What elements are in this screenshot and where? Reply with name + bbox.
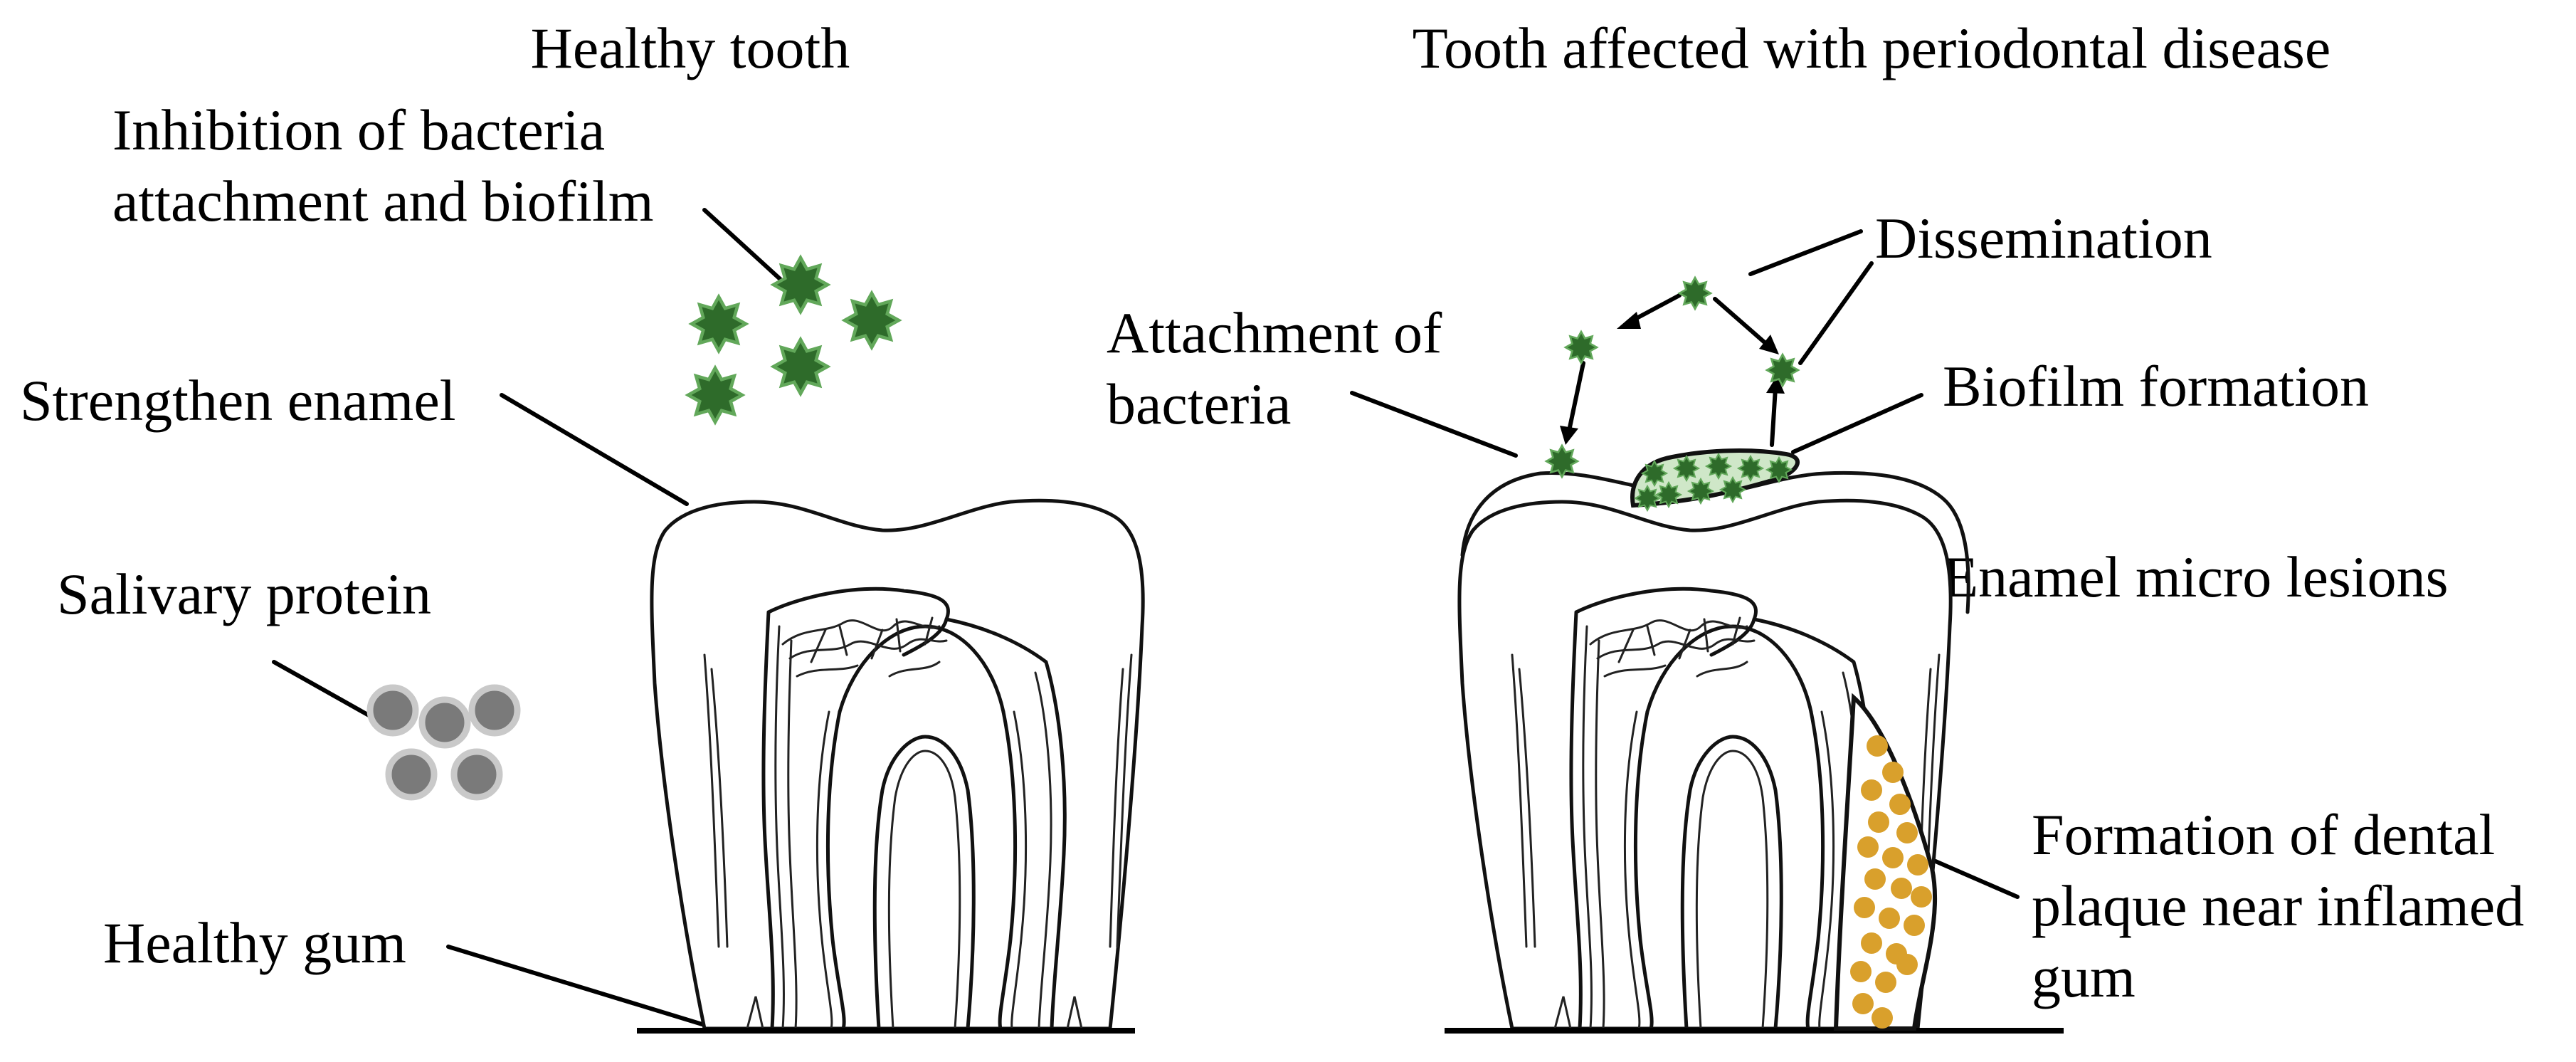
star-bacteria-icon [1672, 454, 1701, 483]
dot-plaque-icon [1861, 779, 1882, 801]
leader-attachment [1350, 391, 1518, 458]
dot-plaque-icon [1857, 836, 1879, 858]
label-healthy-gum: Healthy gum [103, 910, 406, 975]
dot-plaque-icon [1872, 1007, 1893, 1029]
dot-plaque-icon [1875, 972, 1896, 993]
salivary-protein-group [366, 684, 521, 801]
arrow-down-left [1567, 361, 1585, 433]
dot-plaque-icon [1850, 961, 1872, 982]
arrow-from-top [1713, 297, 1774, 351]
star-bacteria-icon [1563, 330, 1599, 365]
dot-plaque-icon [1911, 886, 1932, 908]
star-bacteria-icon [770, 254, 831, 315]
label-plaque-line1: Formation of dental [2032, 802, 2495, 867]
circle-protein-icon [468, 684, 521, 737]
dot-plaque-icon [1882, 762, 1904, 783]
dot-plaque-icon [1861, 932, 1882, 954]
star-bacteria-icon [1686, 477, 1715, 505]
star-bacteria-icon [1654, 480, 1683, 509]
circle-protein-icon [385, 748, 438, 801]
leader-strengthen-enamel [500, 393, 689, 506]
leader-healthy-gum [446, 945, 707, 1027]
label-inhibition-line2: attachment and biofilm [112, 169, 654, 233]
dot-plaque-icon [1868, 811, 1889, 833]
label-attachment-line1: Attachment of [1107, 300, 1442, 365]
arrowhead-left [1617, 312, 1641, 329]
star-bacteria-icon [1736, 454, 1765, 483]
leader-dissemination [1748, 229, 1863, 276]
healthy-tooth-crown [650, 498, 1145, 1031]
leader-biofilm [1791, 393, 1923, 454]
dot-plaque-icon [1864, 868, 1886, 890]
disseminating-bacteria-group [1544, 275, 1800, 479]
arrowhead-right [1759, 335, 1779, 354]
star-bacteria-icon [1677, 275, 1713, 311]
star-bacteria-icon [685, 364, 746, 426]
dot-plaque-icon [1891, 878, 1912, 899]
label-biofilm-formation: Biofilm formation [1943, 354, 2369, 419]
label-plaque-line2: plaque near inflamed [2032, 873, 2524, 938]
dot-plaque-icon [1867, 735, 1888, 757]
label-inhibition-line1: Inhibition of bacteria [112, 98, 605, 162]
diseased-tooth-crown [1457, 498, 1953, 1031]
star-bacteria-icon [1544, 443, 1580, 479]
star-bacteria-icon [1704, 452, 1733, 480]
label-plaque-line3: gum [2032, 945, 2136, 1009]
label-strengthen-enamel: Strengthen enamel [20, 368, 456, 433]
circle-protein-icon [450, 748, 503, 801]
label-dissemination: Dissemination [1875, 206, 2212, 270]
leader-plaque [1933, 859, 2020, 899]
dot-plaque-icon [1889, 794, 1911, 815]
star-bacteria-icon [688, 293, 749, 354]
star-bacteria-icon [1640, 459, 1669, 488]
dot-plaque-icon [1854, 897, 1875, 918]
dot-plaque-icon [1896, 822, 1918, 843]
biofilm-bacteria-group [1633, 452, 1793, 512]
dental-plaque-group [1850, 735, 1932, 1029]
dissemination-cycle [1560, 293, 1785, 447]
diseased-tooth-title: Tooth affected with periodontal disease [1413, 16, 2331, 80]
star-bacteria-icon [1765, 456, 1793, 484]
arrow-up-right [1770, 386, 1778, 447]
leader-inhibition [702, 208, 788, 287]
dot-plaque-icon [1852, 993, 1874, 1014]
star-bacteria-icon [841, 290, 902, 351]
star-bacteria-icon [770, 336, 831, 397]
label-attachment-line2: bacteria [1107, 372, 1291, 436]
dot-plaque-icon [1882, 847, 1904, 868]
dot-plaque-icon [1907, 854, 1928, 876]
arrowhead-down [1560, 426, 1578, 445]
label-salivary-protein: Salivary protein [57, 562, 431, 626]
label-enamel-micro-lesions: Enamel micro lesions [1943, 545, 2449, 609]
dot-plaque-icon [1904, 915, 1925, 936]
healthy-tooth [650, 498, 1145, 1031]
arrowhead-up [1766, 376, 1785, 394]
star-bacteria-icon [1765, 352, 1800, 388]
dot-plaque-icon [1896, 954, 1918, 975]
star-bacteria-icon [1633, 484, 1662, 512]
circle-protein-icon [418, 696, 471, 749]
dot-plaque-icon [1879, 908, 1900, 929]
inhibited-bacteria-group [685, 254, 902, 426]
star-bacteria-icon [1719, 475, 1747, 504]
circle-protein-icon [366, 684, 419, 737]
leader-dissemination-2 [1798, 261, 1874, 365]
healthy-tooth-title: Healthy tooth [531, 16, 850, 80]
